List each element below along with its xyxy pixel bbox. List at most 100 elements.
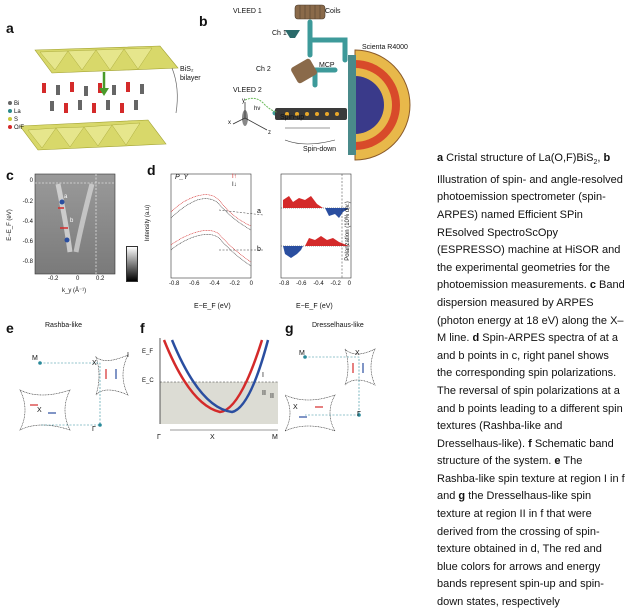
ch2-coils-icon — [291, 58, 317, 84]
d-xticks-left: -0.8 -0.6 -0.4 -0.2 0 — [169, 281, 253, 287]
caption-panel-ref: b — [603, 152, 611, 164]
d-xtick: -0.6 — [189, 281, 200, 287]
caption-panel-ref: f — [528, 437, 532, 450]
atom-legend: Bi La S O/F — [8, 100, 24, 132]
hv-label: hν — [254, 106, 261, 112]
f-gamma-label: Γ — [157, 434, 161, 441]
scienta-label: Scienta R4000 — [362, 44, 408, 51]
caption-text: Spin-ARPES spectra of at a and b points … — [437, 332, 623, 450]
panel-label-b: b — [199, 13, 208, 29]
point-a-label: a — [64, 194, 68, 200]
c-ytick-4: -0.8 — [22, 259, 33, 265]
caption-text: Band dispersion measured by ARPES (photo… — [437, 279, 625, 345]
crystal-structure-figure — [19, 45, 179, 151]
legend-i-up: I↑ — [232, 174, 237, 180]
axis-x-label: x — [228, 120, 231, 126]
arpes-dispersion-plot — [34, 173, 116, 275]
d-xtick: -0.8 — [169, 281, 180, 287]
caption-text: 2 — [593, 159, 598, 167]
intensity-colorbar — [126, 246, 138, 282]
panel-label-g: g — [285, 320, 294, 336]
d-xtick: -0.4 — [209, 281, 220, 287]
d-point-b: b — [257, 246, 261, 253]
legend-of: O/F — [14, 125, 24, 131]
rashba-spin-texture — [19, 354, 129, 431]
f-ef-label: E_F — [142, 349, 154, 355]
coils-label: Coils — [325, 8, 341, 15]
e-m-label: M — [32, 355, 38, 362]
legend-la: La — [14, 109, 21, 115]
d-ylabel-right: Polarization (10% div.) — [344, 201, 351, 261]
caption-text: the Dresselhaus-like spin texture at reg… — [437, 490, 604, 609]
ch2-label: Ch 2 — [256, 66, 271, 73]
e-region-label: I — [127, 352, 129, 359]
panel-label-d: d — [147, 162, 156, 178]
panel-label-a: a — [6, 20, 14, 36]
d-xtick: -0.2 — [330, 281, 341, 287]
e-x-label-bottom: X — [37, 407, 42, 414]
c-ytick-3: -0.6 — [22, 239, 33, 245]
py-label: P_Y — [175, 174, 189, 181]
ch1-detector-icon — [285, 30, 300, 38]
rashba-title: Rashba-like — [45, 322, 82, 329]
coils-icon — [294, 4, 326, 20]
d-ylabel-left: Intensity (a.u) — [145, 204, 152, 242]
d-xlabel-left: E−E_F (eV) — [194, 303, 231, 310]
axis-y-label: y — [242, 98, 245, 104]
band-structure-schematic — [159, 338, 278, 431]
point-b-label: b — [70, 218, 74, 224]
f-x-label: X — [210, 434, 215, 441]
c-xtick-0: -0.2 — [48, 276, 59, 282]
g-x-label-bottom: X — [293, 404, 298, 411]
panel-label-e: e — [6, 320, 14, 336]
caption-panel-ref: a — [437, 152, 444, 164]
caption-text: Schematic band structure of the system. — [437, 437, 614, 468]
caption-panel-ref: e — [554, 455, 561, 468]
c-ytick-1: -0.2 — [22, 199, 33, 205]
c-ytick-0: 0 — [29, 178, 33, 184]
g-gamma-label: Γ — [357, 411, 361, 418]
g-region-arrow-label: II — [270, 393, 274, 400]
vleed2-label: VLEED 2 — [233, 87, 262, 94]
caption-panel-ref: g — [458, 490, 466, 503]
figure-caption: a Cristal structure of La(O,F)BiS2, b Il… — [437, 150, 625, 612]
f-region2-label: II — [262, 390, 266, 397]
ch1-label: Ch 1 — [272, 30, 287, 37]
mcp-label: MCP — [319, 62, 335, 69]
d-xtick: -0.4 — [313, 281, 324, 287]
c-xtick-1: 0 — [76, 276, 80, 282]
lens-column — [275, 108, 347, 120]
caption-text: Illustration of spin- and angle-resolved… — [437, 173, 623, 292]
g-x-label-top: X — [355, 350, 360, 357]
dresselhaus-title: Dresselhaus-like — [312, 322, 364, 329]
d-xticks-right: -0.8 -0.6 -0.4 -0.2 0 — [279, 281, 351, 287]
d-xtick: -0.6 — [296, 281, 307, 287]
spin-arpes-spectra — [170, 173, 352, 279]
dresselhaus-spin-texture — [285, 348, 376, 432]
d-point-a: a — [257, 208, 261, 215]
caption-text: Cristal structure of La(O,F)BiS — [443, 152, 594, 164]
c-ylabel: E−E_F (eV) — [6, 209, 13, 241]
caption-panel-ref: d — [472, 332, 480, 345]
spin-up-label: Spin-up — [280, 114, 305, 121]
c-ytick-2: -0.4 — [22, 219, 33, 225]
c-xtick-2: 0.2 — [96, 276, 105, 282]
bilayer-label: BiS₂ bilayer — [180, 66, 201, 82]
f-m-label: M — [272, 434, 278, 441]
g-m-label: M — [299, 350, 305, 357]
d-xtick: -0.8 — [279, 281, 290, 287]
d-xtick: 0 — [347, 281, 351, 287]
axis-z-label: z — [268, 130, 271, 136]
spin-down-label: Spin-down — [303, 146, 337, 153]
e-x-label-top: X — [92, 360, 97, 367]
panel-label-f: f — [140, 320, 145, 336]
d-xtick: -0.2 — [229, 281, 240, 287]
legend-bi: Bi — [14, 101, 20, 107]
hemispherical-analyzer-icon — [348, 49, 411, 161]
c-xlabel: k_y (Å⁻¹) — [62, 288, 87, 294]
spectrometer-illustration — [232, 4, 411, 161]
caption-text: , — [597, 152, 604, 164]
e-gamma-label: Γ — [92, 426, 96, 433]
d-xlabel-right: E−E_F (eV) — [296, 303, 333, 310]
legend-i-down: I↓ — [232, 182, 237, 188]
